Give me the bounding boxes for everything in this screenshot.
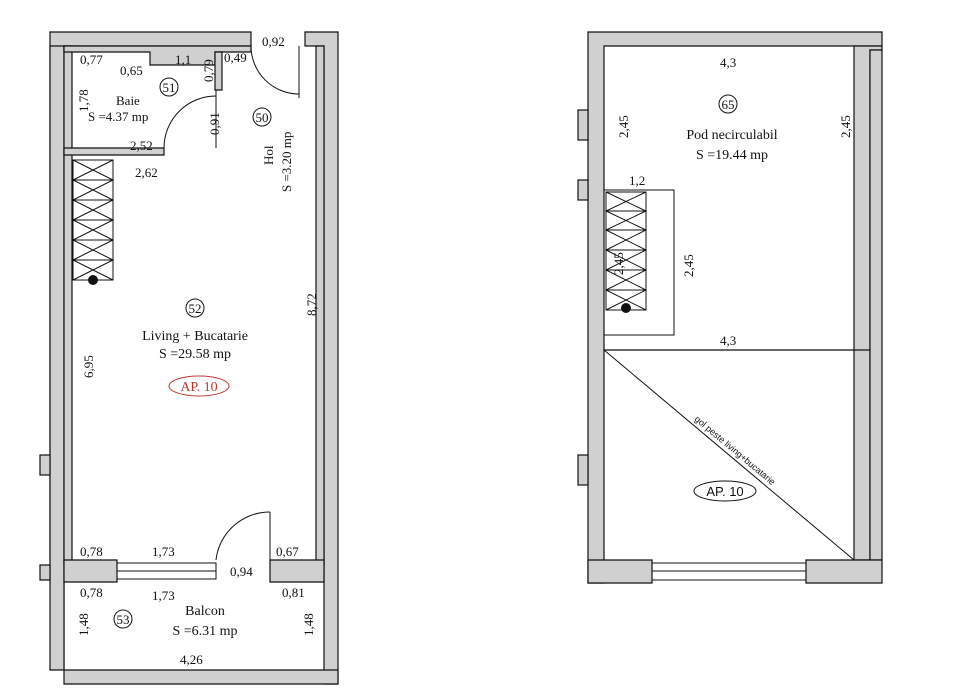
room-area: S =3.20 mp	[279, 132, 294, 192]
right-floor-plan: 4,3 2,45 2,45 1,2 2,45 2,45 4,3 65 Pod n…	[577, 31, 883, 584]
dim-label: 4,3	[720, 55, 736, 70]
apartment-tag-outline	[168, 375, 230, 397]
dim-label: 2,62	[135, 165, 158, 180]
stair-opening	[603, 189, 675, 336]
apartment-tag: AP. 10	[706, 484, 743, 499]
dim-label: 1,48	[76, 613, 91, 636]
room-name: Balcon	[185, 604, 225, 619]
entrance-door-arc	[250, 45, 300, 95]
right-bottom-wall-left	[587, 559, 653, 584]
room-number: 52	[189, 301, 202, 316]
dim-label: 0,79	[201, 59, 216, 82]
right-bottom-wall-right	[805, 559, 883, 584]
left-wall-lower	[49, 45, 65, 671]
room-name: Baie	[116, 93, 140, 108]
balcony-separation-wall-left	[63, 559, 118, 583]
dim-label: 0,67	[276, 544, 299, 559]
right-right-wall-outer	[869, 49, 883, 561]
wall-stub	[39, 454, 51, 476]
dim-label: 1,1	[175, 52, 191, 67]
room-number-badge	[252, 107, 272, 127]
stair-start-marker	[621, 303, 631, 313]
wall-stub	[577, 454, 589, 486]
apartment-tag: AP. 10	[180, 380, 217, 395]
wall-stub	[577, 109, 589, 141]
room-area: S =4.37 mp	[88, 109, 148, 124]
dim-label: 0,49	[224, 50, 247, 65]
room-name: Pod necirculabil	[686, 128, 777, 143]
dim-label: 4,26	[180, 652, 203, 667]
staircase-right	[604, 191, 648, 313]
room-name: Living + Bucatarie	[142, 329, 248, 344]
bath-right-wall	[214, 51, 223, 91]
dim-label: 2,45	[681, 254, 696, 277]
dim-label: 0,91	[207, 112, 222, 135]
dim-label: 4,3	[720, 333, 736, 348]
balcony-separation-wall-right	[269, 559, 325, 583]
living-left-wall	[63, 45, 73, 566]
dim-label: 0,77	[80, 52, 103, 67]
void-note: gol peste living+bucatarie	[693, 414, 777, 487]
room-hol: 50 Hol S =3.20 mp	[252, 107, 294, 192]
staircase-left	[71, 159, 115, 285]
room-living: 52 Living + Bucatarie S =29.58 mp AP. 10	[142, 298, 248, 397]
dim-label: 2,45	[838, 115, 853, 138]
dim-label: 8,72	[304, 293, 319, 316]
dim-label: 2,45	[616, 115, 631, 138]
room-number-badge	[718, 94, 738, 114]
room-area: S =19.44 mp	[696, 148, 768, 163]
dim-label: 1,2	[629, 173, 645, 188]
dim-label: 1,48	[301, 613, 316, 636]
dim-label: 1,73	[152, 588, 175, 603]
room-number-badge	[113, 609, 133, 629]
dim-label: 6,95	[81, 355, 96, 378]
stair-start-marker	[88, 275, 98, 285]
void-diagonal	[603, 349, 855, 561]
dim-label: 2,52	[130, 138, 153, 153]
room-number-badge	[159, 77, 179, 97]
apartment-tag-outline	[693, 480, 757, 502]
room-number: 51	[163, 80, 176, 95]
wall-stub	[39, 564, 51, 581]
dim-label: 0,94	[230, 564, 253, 579]
dim-label: 1,78	[76, 89, 91, 112]
dim-label: 1,73	[152, 544, 175, 559]
dim-label: 0,78	[80, 585, 103, 600]
dim-label: 0,92	[262, 34, 285, 49]
left-floor-plan: 0,77 0,65 1,1 0,79 0,49 0,92 1,78 0,91 2…	[39, 31, 339, 685]
bath-door-arc	[163, 95, 217, 149]
wall-stub	[577, 179, 589, 201]
room-number: 53	[117, 612, 130, 627]
dim-label: 2,45	[611, 252, 626, 275]
room-baie: 51 Baie S =4.37 mp	[88, 77, 179, 124]
room-pod: 65 Pod necirculabil S =19.44 mp	[686, 94, 778, 163]
room-number: 50	[256, 110, 269, 125]
room-area: S =29.58 mp	[159, 347, 231, 362]
dim-label: 0,81	[282, 585, 305, 600]
room-number: 65	[722, 97, 735, 112]
dim-label: 0,78	[80, 544, 103, 559]
dim-label: 0,65	[120, 63, 143, 78]
bath-bottom-wall	[63, 147, 165, 156]
room-area: S =6.31 mp	[172, 624, 237, 639]
balcony-door-arc	[215, 511, 271, 561]
room-name: Hol	[261, 145, 276, 165]
room-balcon: 53 Balcon S =6.31 mp	[113, 604, 238, 639]
room-number-badge	[185, 298, 205, 318]
